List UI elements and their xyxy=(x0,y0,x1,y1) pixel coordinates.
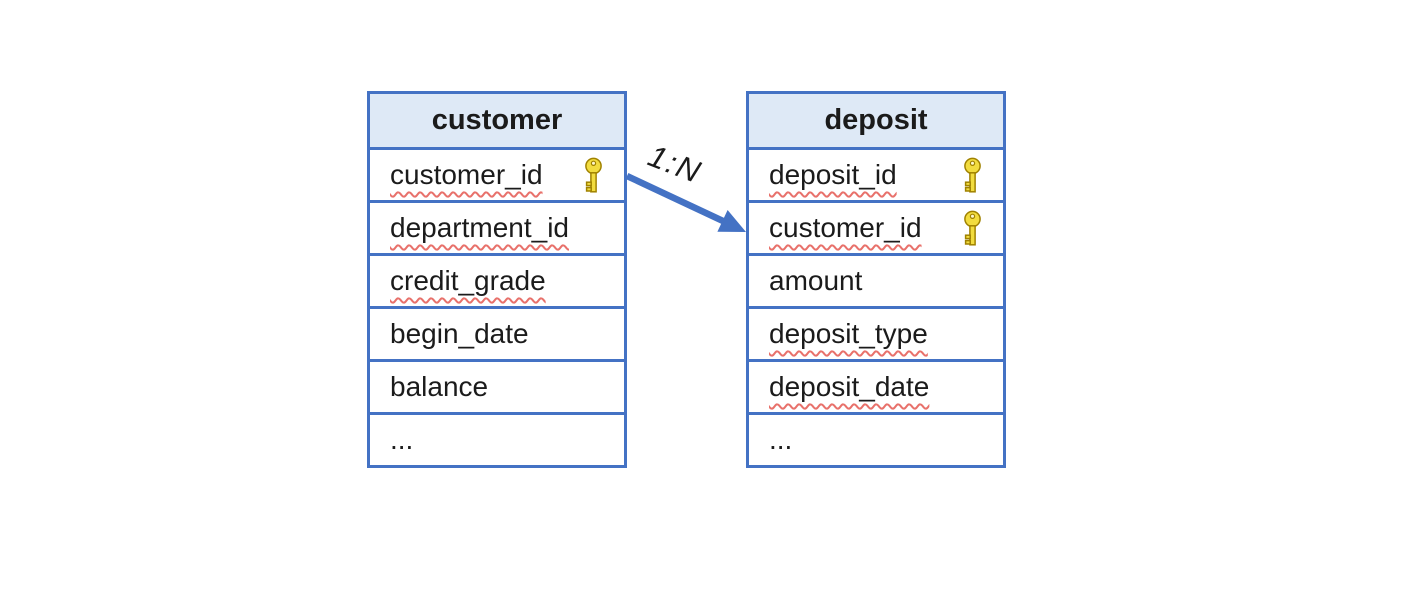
table-row-ellipsis: ... xyxy=(370,412,624,465)
table-row-amount: amount xyxy=(749,253,1003,306)
table-row-deposit-date: deposit_date xyxy=(749,359,1003,412)
table-row-balance: balance xyxy=(370,359,624,412)
column-name: department_id xyxy=(390,212,570,243)
column-name: deposit_date xyxy=(769,371,930,402)
table-title-customer: customer xyxy=(370,94,624,147)
column-name: begin_date xyxy=(390,318,529,349)
column-name: deposit_type xyxy=(769,318,928,349)
column-name: customer_id xyxy=(390,159,543,190)
table-deposit: deposit deposit_id customer_id amount xyxy=(746,91,1006,468)
table-row-deposit-type: deposit_type xyxy=(749,306,1003,359)
column-name: ... xyxy=(390,424,414,455)
column-name: customer_id xyxy=(769,212,922,243)
column-name: ... xyxy=(769,424,793,455)
column-name: credit_grade xyxy=(390,265,546,296)
table-row-deposit-id: deposit_id xyxy=(749,147,1003,200)
table-row-customer-id: customer_id xyxy=(370,147,624,200)
table-customer: customer customer_id department_id credi… xyxy=(367,91,627,468)
primary-key-icon xyxy=(585,157,602,193)
table-title-deposit: deposit xyxy=(749,94,1003,147)
table-row-credit-grade: credit_grade xyxy=(370,253,624,306)
table-row-begin-date: begin_date xyxy=(370,306,624,359)
column-name: balance xyxy=(390,371,489,402)
primary-key-icon xyxy=(964,210,981,246)
table-row-department-id: department_id xyxy=(370,200,624,253)
table-row-ellipsis: ... xyxy=(749,412,1003,465)
table-row-customer-id-fk: customer_id xyxy=(749,200,1003,253)
column-name: deposit_id xyxy=(769,159,897,190)
primary-key-icon xyxy=(964,157,981,193)
relationship-label: 1:N xyxy=(643,138,707,191)
column-name: amount xyxy=(769,265,863,296)
